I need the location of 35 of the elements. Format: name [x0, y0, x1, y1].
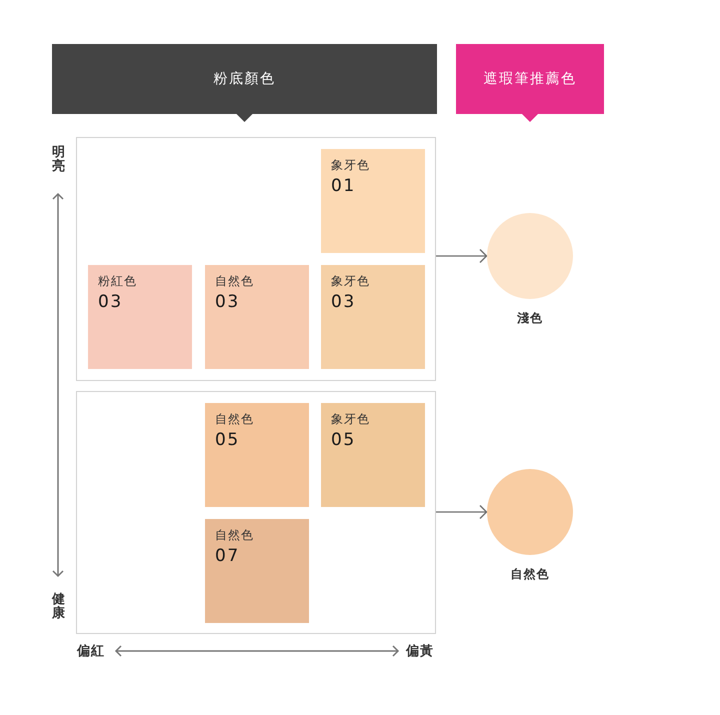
- header-banner: [52, 44, 437, 122]
- shade-number: 03: [215, 292, 240, 312]
- shade-number: 03: [98, 292, 123, 312]
- shade-name: 粉紅色: [98, 274, 137, 289]
- shade-name: 自然色: [215, 412, 254, 427]
- axis-label: 明亮: [52, 146, 65, 175]
- shade-number: 07: [215, 546, 240, 566]
- shade-card: [88, 265, 192, 369]
- connector-arrow: [436, 504, 488, 520]
- shade-card: [321, 403, 425, 507]
- axis-label: 偏黃: [406, 644, 434, 659]
- shade-card: [205, 519, 309, 623]
- panel-frame: [76, 137, 436, 381]
- shade-card: [321, 265, 425, 369]
- shade-number: 05: [215, 430, 240, 450]
- shade-number: 01: [331, 176, 356, 196]
- shade-card: [205, 265, 309, 369]
- connector-arrow: [436, 248, 488, 264]
- shade-label: 自然色: [510, 567, 550, 582]
- header-banner: [456, 44, 604, 122]
- shade-name: 象牙色: [331, 158, 370, 173]
- shade-card: [321, 149, 425, 253]
- shade-name: 象牙色: [331, 412, 370, 427]
- shade-name: 自然色: [215, 528, 254, 543]
- header-title: 遮瑕筆推薦色: [484, 70, 576, 88]
- panel-frame: [76, 391, 436, 634]
- shade-number: 03: [331, 292, 356, 312]
- shade-name: 自然色: [215, 274, 254, 289]
- shade-name: 象牙色: [331, 274, 370, 289]
- axis-label: 偏紅: [77, 644, 105, 659]
- shade-number: 05: [331, 430, 356, 450]
- header-title: 粉底顏色: [214, 70, 276, 88]
- axis-label: 健康: [52, 593, 65, 622]
- shade-label: 淺色: [517, 311, 543, 326]
- shade-card: [205, 403, 309, 507]
